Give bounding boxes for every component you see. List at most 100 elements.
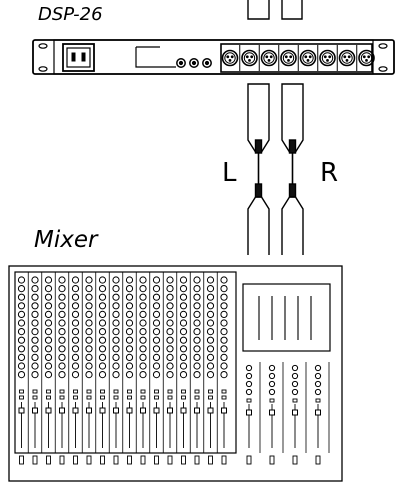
knob-icon [206,328,215,336]
knob-icon [152,319,161,327]
knob-icon [44,310,53,318]
knob-icon [152,328,161,336]
mute-button [181,389,186,394]
knob-icon [58,310,66,318]
knob-icon [58,285,66,293]
xlr-pin [347,55,351,59]
knob-icon [125,371,134,379]
fader-cap [140,455,146,465]
knob-icon [31,293,39,301]
knob-icon [220,293,228,301]
knob-icon [44,293,53,301]
knob-icon [166,293,174,301]
knob-icon [58,371,66,379]
knob-icon [44,345,53,353]
knob-icon [71,285,80,293]
knob-icon [98,310,107,318]
fader-knob [86,407,92,414]
knob-icon [71,319,80,327]
fader-knob [153,407,160,414]
knob-icon [139,302,147,310]
knob-icon [98,302,107,310]
knob-icon [31,353,39,361]
knob-icon [206,285,215,293]
knob-icon [17,319,26,327]
solo-button [100,395,105,400]
channel-strip [54,272,66,465]
fader-cap [100,455,105,465]
knob-icon [152,310,161,318]
knob-icon [85,336,93,344]
knob-icon [152,345,161,353]
knob-icon [220,353,228,361]
knob-icon [112,285,120,293]
knob-icon [85,345,93,353]
channel-section [14,271,237,454]
knob-icon [31,362,39,370]
master-section [242,283,331,352]
knob-icon [179,345,188,353]
xlr-ring [243,52,256,64]
solo-button [154,395,159,400]
knob-icon [44,336,53,344]
plug-band [254,139,263,154]
dsp-26-unit [32,39,395,75]
knob-icon [152,362,161,370]
xlr-pin [308,55,312,59]
knob-icon [17,336,26,344]
mute-button [59,389,65,394]
mute-button [113,389,119,394]
knob-icon [58,345,66,353]
mute-button [46,389,51,394]
xlr-pin [323,55,327,59]
fader-cap [59,455,65,465]
knob-icon [166,310,174,318]
group-strips [245,362,330,465]
knob-icon [125,285,134,293]
knob-icon [193,353,201,361]
knob-icon [17,345,26,353]
knob-icon [85,328,93,336]
channel-strip [135,272,147,465]
knob-icon [314,372,322,380]
group-fader-knob [269,409,275,416]
fader-cap [32,455,38,465]
solo-button [167,395,173,400]
solo-button [221,395,227,400]
knob-icon [17,362,26,370]
knob-icon [17,302,26,310]
knob-icon [112,362,120,370]
knob-icon [193,328,201,336]
xlr-pin [230,55,234,59]
fader-knob [194,407,200,414]
knob-icon [85,362,93,370]
knob-icon [206,345,215,353]
xlr-connector-icon [260,49,278,67]
knob-icon [193,310,201,318]
channel-strip [189,272,201,465]
xlr-pin [326,59,329,62]
knob-icon [193,276,201,284]
group-button [292,398,298,403]
knob-icon [71,302,80,310]
knob-icon [85,353,93,361]
fader-knob [113,407,119,414]
knob-icon [268,388,276,396]
group-strip [268,362,284,465]
mute-button [32,389,38,394]
knob-icon [125,362,134,370]
group-fader-cap [292,455,298,465]
knob-icon [85,371,93,379]
rack-ear-hole [38,43,48,49]
small-jacks [176,58,212,68]
knob-icon [71,310,80,318]
channel-strip [108,272,120,465]
solo-button [181,395,186,400]
knob-icon [193,319,201,327]
knob-icon [98,319,107,327]
xlr-pin [289,55,293,59]
knob-icon [152,293,161,301]
mute-button [19,389,24,394]
knob-icon [139,293,147,301]
knob-icon [179,362,188,370]
